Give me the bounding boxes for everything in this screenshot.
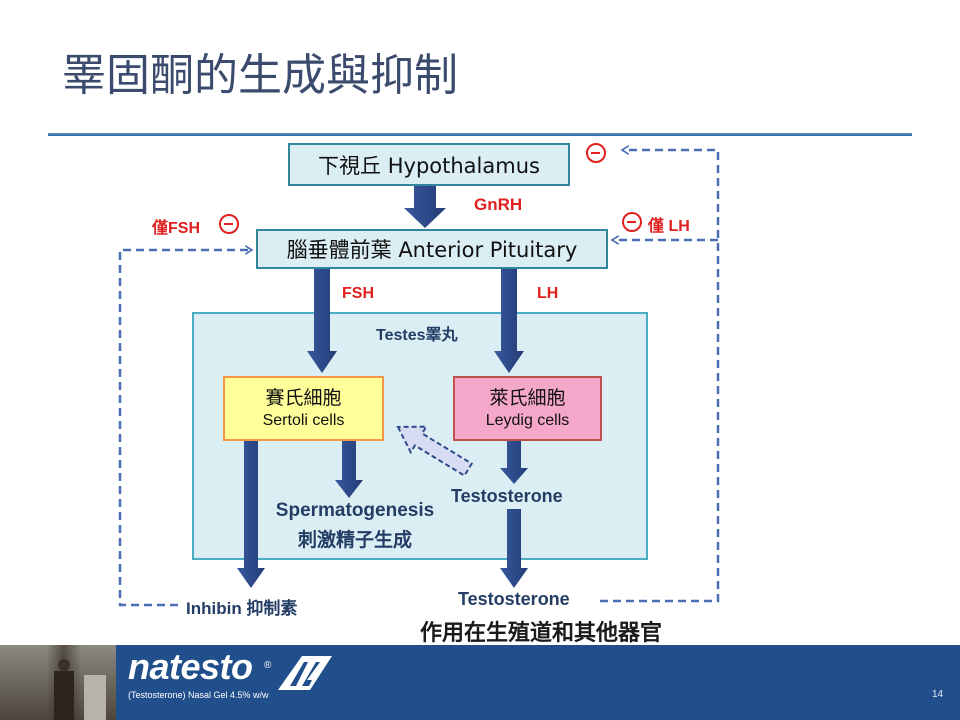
- page-number: 14: [932, 689, 944, 700]
- brand-name: natesto: [128, 646, 253, 687]
- registered-mark: ®: [264, 660, 272, 671]
- testosterone-outer-label: Testosterone: [458, 589, 570, 609]
- arrow-testosterone-out: [500, 509, 528, 588]
- anterior-pituitary-label: 腦垂體前葉 Anterior Pituitary: [286, 238, 578, 262]
- leydig-label-en: Leydig cells: [485, 411, 570, 429]
- feedback-inhibin-to-pituitary: [118, 245, 254, 607]
- arrow-gnrh: [404, 186, 446, 228]
- footer-band: [0, 645, 960, 720]
- testes-label: Testes睪丸: [376, 327, 458, 344]
- minus-circle-icon: [219, 214, 239, 234]
- hypothalamus-box: 下視丘 Hypothalamus: [288, 143, 570, 186]
- testosterone-inner-label: Testosterone: [451, 486, 563, 506]
- arrow-leydig-to-testosterone: [500, 441, 528, 484]
- arrow-sertoli-to-spermatogenesis: [335, 441, 363, 498]
- spermatogenesis-label-en: Spermatogenesis: [275, 500, 435, 521]
- brand-tagline: (Testosterone) Nasal Gel 4.5% w/w: [128, 690, 269, 700]
- minus-circle-icon: [586, 143, 606, 163]
- gnrh-label: GnRH: [474, 195, 523, 214]
- arrow-sertoli-to-inhibin: [237, 441, 265, 588]
- sertoli-label-en: Sertoli cells: [262, 411, 345, 429]
- sertoli-cells-box: 賽氏細胞 Sertoli cells: [223, 376, 384, 441]
- feedback-testosterone-to-hypothalamus: [600, 145, 720, 603]
- slide-title: 睪固酮的生成與抑制: [62, 50, 458, 101]
- testosterone-effect-label: 作用在生殖道和其他器官: [420, 621, 663, 646]
- title-divider: [48, 133, 912, 136]
- arrow-lh: [494, 269, 524, 373]
- lh-label: LH: [537, 285, 559, 302]
- arrow-testosterone-to-sertoli: [396, 425, 474, 477]
- spermatogenesis-label-zh: 刺激精子生成: [297, 530, 412, 551]
- leydig-cells-box: 萊氏細胞 Leydig cells: [453, 376, 602, 441]
- lh-only-label: 僅 LH: [648, 218, 690, 235]
- anterior-pituitary-box: 腦垂體前葉 Anterior Pituitary: [256, 229, 608, 269]
- sertoli-label-zh: 賽氏細胞: [265, 386, 342, 409]
- natesto-logo-icon: [278, 656, 332, 690]
- arrow-fsh: [307, 269, 337, 373]
- leydig-label-zh: 萊氏細胞: [489, 386, 566, 409]
- inhibin-label: Inhibin 抑制素: [186, 599, 298, 618]
- fsh-only-label: 僅FSH: [152, 220, 201, 237]
- minus-circle-icon: [622, 212, 642, 232]
- footer-photo: [0, 645, 116, 720]
- hypothalamus-label: 下視丘 Hypothalamus: [318, 153, 540, 178]
- fsh-label: FSH: [342, 285, 374, 302]
